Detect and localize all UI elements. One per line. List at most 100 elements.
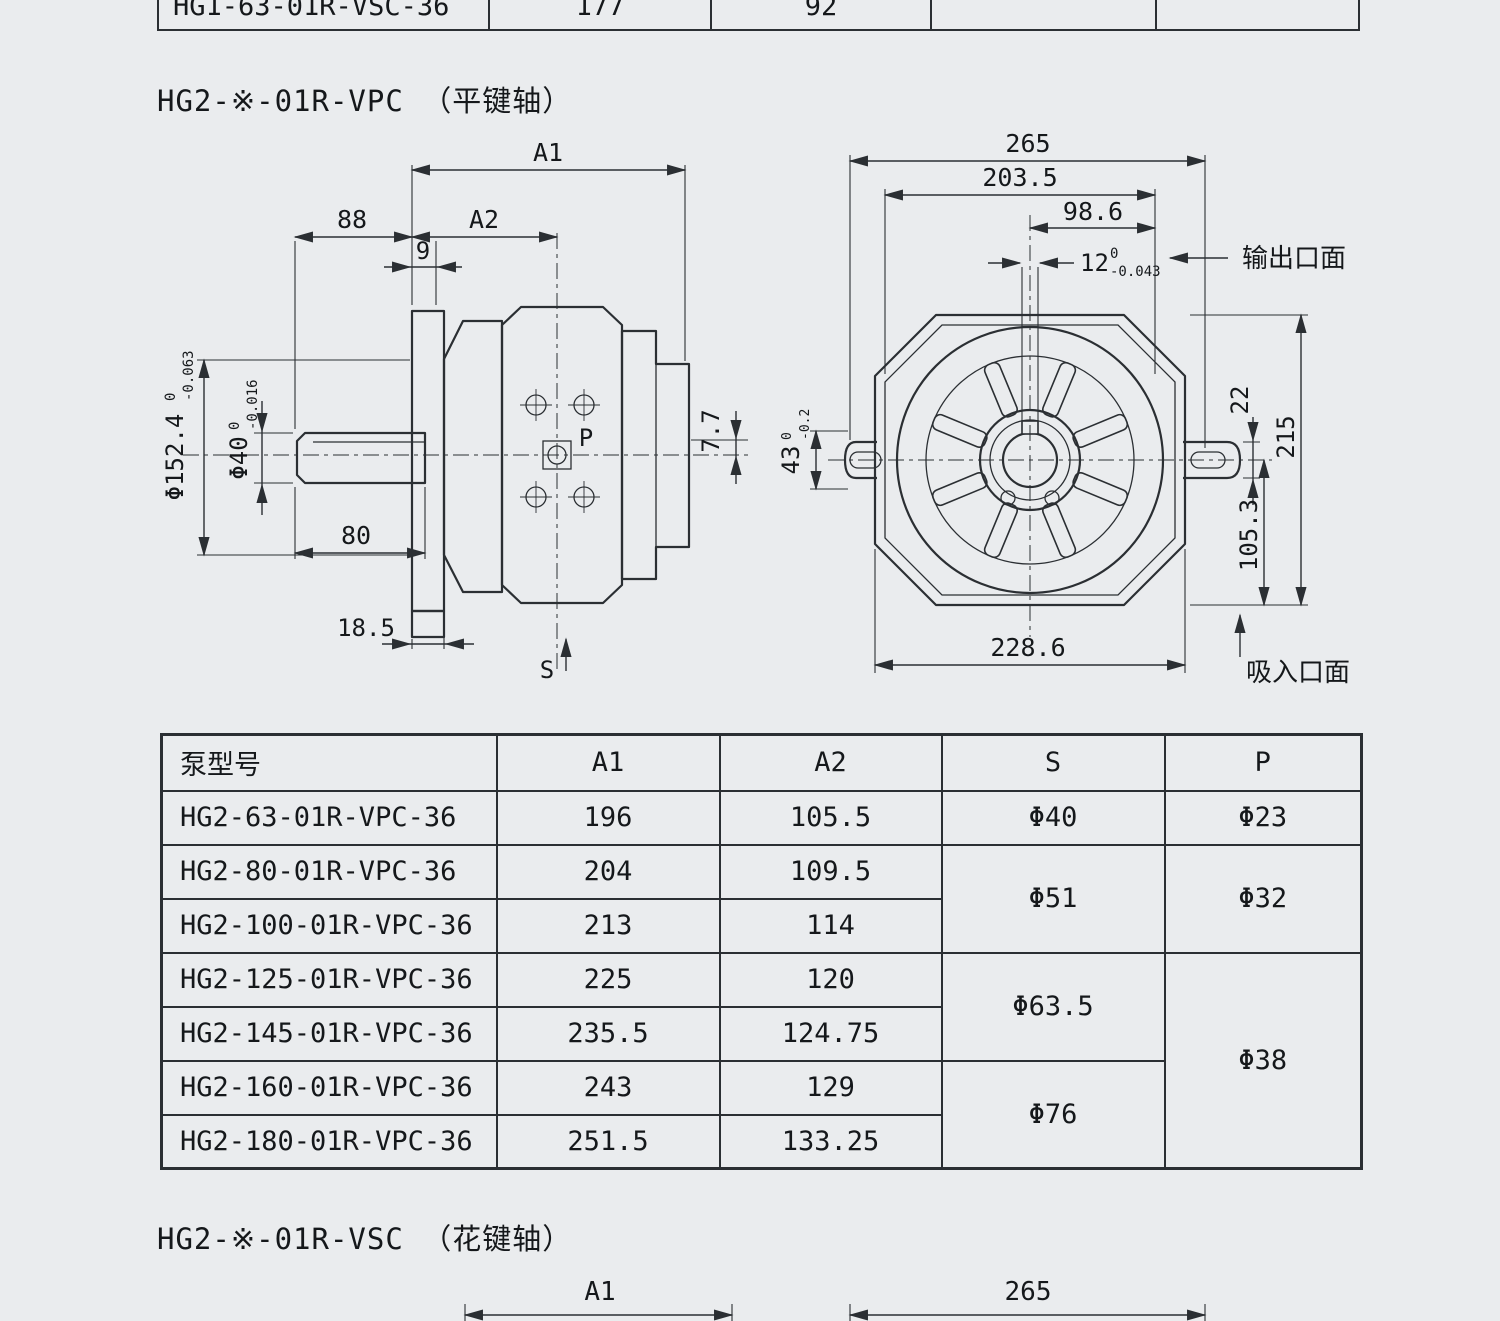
dim-a1-label: A1 (533, 138, 563, 167)
p-cell: Φ38 (1163, 951, 1363, 1170)
hub-bolt-hole (1000, 490, 1016, 506)
svg-text:-0.063: -0.063 (181, 350, 197, 401)
previous-table-partial: HG1-63-01R-VSC-36 177 92 (157, 0, 1360, 31)
s-cell: Φ51 (940, 843, 1166, 954)
spec-header-row: 泵型号 A1 A2 S P (160, 733, 1363, 792)
section-title-vsc: HG2-※-01R-VSC （花键轴） (157, 1222, 573, 1256)
dim-a2-label: A2 (469, 205, 499, 234)
dim-228-6-label: 228.6 (990, 633, 1065, 662)
suction-face-label: 吸入口面 (1246, 658, 1350, 688)
dim-18-5-label: 18.5 (337, 614, 395, 642)
svg-text:43: 43 (777, 446, 805, 475)
svg-text:-0.2: -0.2 (798, 409, 813, 440)
front-centerlines (828, 215, 1272, 637)
model-cell: HG2-145-01R-VPC-36 (160, 1005, 498, 1062)
model-cell: HG2-63-01R-VPC-36 (160, 789, 498, 846)
dim-12-tol-bot: -0.043 (1110, 264, 1161, 280)
a2-cell: 124.75 (718, 1005, 943, 1062)
dim-43-label: 43 0 -0.2 (777, 409, 813, 475)
side-dimensions: A1 88 A2 9 Φ152.4 0 (161, 138, 748, 684)
svg-text:0: 0 (163, 393, 179, 401)
dim-265-label-bottom: 265 (1005, 1277, 1052, 1307)
next-drawing-partial: A1 265 (463, 1277, 1207, 1321)
model-cell: HG2-160-01R-VPC-36 (160, 1059, 498, 1116)
model-cell: HG2-180-01R-VPC-36 (160, 1113, 498, 1170)
table-row: HG2-160-01R-VPC-36 243 129 Φ76 (160, 1059, 1362, 1170)
s-cell: Φ63.5 (940, 951, 1166, 1062)
col-header-s: S (940, 733, 1166, 792)
dim-phi40-label: Φ40 0 -0.016 (225, 379, 261, 479)
a1-cell: 196 (495, 789, 721, 846)
dim-22-label: 22 (1226, 386, 1254, 415)
svg-text:Φ152.4: Φ152.4 (161, 414, 189, 501)
a1-cell: 251.5 (495, 1113, 721, 1170)
col-header-p: P (1163, 733, 1363, 792)
svg-text:7.7: 7.7 (697, 409, 725, 452)
spec-table: 泵型号 A1 A2 S P HG2-63-01R-VPC-36 196 105.… (160, 733, 1363, 1170)
output-face-label: 输出口面 (1242, 244, 1346, 274)
a2-cell: 109.5 (718, 843, 943, 900)
s-cell: Φ76 (940, 1059, 1166, 1170)
model-cell: HG2-80-01R-VPC-36 (160, 843, 498, 900)
model-cell: HG2-125-01R-VPC-36 (160, 951, 498, 1008)
prev-s-cell (932, 0, 1157, 29)
svg-text:105.3: 105.3 (1235, 499, 1263, 571)
table-row: HG2-180-01R-VPC-36 251.5 133.25 (160, 1113, 1362, 1170)
front-dimensions: 265 203.5 98.6 12 0 -0.043 输出口面 (777, 129, 1350, 688)
port-p-label: P (579, 424, 593, 452)
dim-a1-label-bottom: A1 (584, 1277, 615, 1307)
p-cell: Φ23 (1163, 789, 1363, 846)
dim-265-label: 265 (1005, 129, 1050, 158)
dim-12-label: 12 (1080, 249, 1109, 277)
a2-cell: 120 (718, 951, 943, 1008)
dim-phi152-label: Φ152.4 0 -0.063 (161, 350, 197, 500)
table-row: HG2-125-01R-VPC-36 225 120 Φ63.5 Φ38 (160, 951, 1363, 1170)
svg-text:22: 22 (1226, 386, 1254, 415)
svg-text:Φ40: Φ40 (225, 436, 253, 479)
s-cell: Φ40 (940, 789, 1166, 846)
model-cell: HG2-100-01R-VPC-36 (160, 897, 498, 954)
rotor-spokes (931, 361, 1129, 559)
col-header-model: 泵型号 (160, 733, 498, 792)
side-view: A1 88 A2 9 Φ152.4 0 (161, 138, 748, 684)
dim-7-7-label: 7.7 (697, 409, 725, 452)
a2-cell: 114 (718, 897, 943, 954)
svg-text:215: 215 (1272, 415, 1300, 458)
prev-a1-cell: 177 (490, 0, 712, 29)
a1-cell: 225 (495, 951, 721, 1008)
a2-cell: 133.25 (718, 1113, 943, 1170)
table-row: HG2-63-01R-VPC-36 196 105.5 Φ40 Φ23 (160, 789, 1363, 846)
dim-215-label: 215 (1272, 415, 1300, 458)
svg-text:-0.016: -0.016 (245, 379, 261, 430)
col-header-a2: A2 (718, 733, 943, 792)
pump-drawing: A1 88 A2 9 Φ152.4 0 (161, 129, 1350, 688)
a1-cell: 213 (495, 897, 721, 954)
section-title-vpc: HG2-※-01R-VPC （平键轴） (157, 84, 573, 118)
dim-98-6-label: 98.6 (1063, 197, 1123, 226)
dim-9-label: 9 (416, 237, 430, 265)
a1-cell: 235.5 (495, 1005, 721, 1062)
a2-cell: 129 (718, 1059, 943, 1116)
hub-bolt-hole (1044, 490, 1060, 506)
a2-cell: 105.5 (718, 789, 943, 846)
table-row: HG2-145-01R-VPC-36 235.5 124.75 (160, 1005, 1362, 1062)
dim-80-label: 80 (341, 521, 371, 550)
pump-flange (410, 309, 446, 639)
dim-88-label: 88 (337, 205, 367, 234)
p-cell: Φ32 (1163, 843, 1363, 954)
table-row: HG2-80-01R-VPC-36 204 109.5 Φ51 Φ32 (160, 843, 1363, 954)
svg-text:0: 0 (227, 422, 243, 430)
front-view: 265 203.5 98.6 12 0 -0.043 输出口面 (777, 129, 1350, 688)
side-centerlines (183, 233, 748, 673)
mounting-face-details (520, 389, 600, 513)
port-s-label: S (540, 656, 554, 684)
prev-model-cell: HG1-63-01R-VSC-36 (159, 0, 490, 29)
col-header-a1: A1 (495, 733, 721, 792)
svg-text:0: 0 (780, 432, 795, 440)
dim-203-5-label: 203.5 (982, 163, 1057, 192)
table-row: HG2-100-01R-VPC-36 213 114 (160, 897, 1362, 954)
dim-105-3-label: 105.3 (1235, 499, 1263, 571)
prev-p-cell (1157, 0, 1354, 29)
prev-a2-cell: 92 (712, 0, 932, 29)
